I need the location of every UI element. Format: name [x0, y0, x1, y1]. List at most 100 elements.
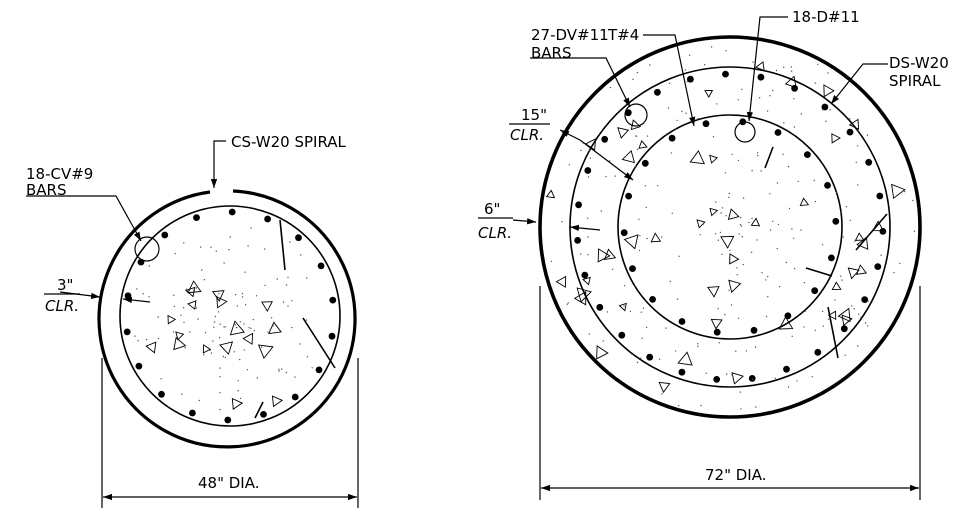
- concrete-speck: [638, 218, 640, 220]
- concrete-speck: [209, 349, 211, 351]
- section-72-spiral-label-line1: DS-W20: [889, 54, 949, 72]
- aggregate-mark: [709, 207, 719, 217]
- section-72-diameter-label: 72" DIA.: [705, 466, 767, 484]
- concrete-speck: [234, 294, 237, 296]
- rebar-bar: [135, 362, 143, 370]
- rebar-bar: [228, 208, 236, 216]
- concrete-speck: [250, 327, 252, 330]
- concrete-speck: [674, 128, 677, 130]
- concrete-speck: [827, 72, 829, 74]
- concrete-speck: [272, 325, 274, 327]
- section-48-diameter-label: 48" DIA.: [198, 474, 260, 492]
- outer-rebar-bar: [713, 376, 721, 383]
- aggregate-mark: [709, 154, 719, 164]
- concrete-speck: [640, 357, 642, 359]
- concrete-speck: [765, 279, 767, 281]
- concrete-speck: [714, 233, 717, 235]
- aggregate-mark: [841, 314, 853, 327]
- concrete-speck: [267, 331, 269, 333]
- aggregate-mark: [720, 235, 735, 249]
- concrete-speck: [269, 328, 271, 331]
- concrete-speck: [825, 120, 827, 123]
- section-72-outer-clear-label-line1: 6": [484, 200, 500, 218]
- concrete-speck: [646, 135, 649, 137]
- concrete-speck: [640, 311, 642, 313]
- outer-rebar-bar: [722, 70, 729, 78]
- aggregate-mark: [847, 267, 860, 280]
- section-72-inner-bars-leader: [746, 16, 788, 122]
- concrete-speck: [148, 296, 150, 298]
- concrete-speck: [218, 337, 221, 339]
- section-48-inch: CS-W20 SPIRAL 18-CV#9 BARS 3" CLR. 48" D…: [26, 133, 359, 508]
- concrete-speck: [742, 197, 745, 199]
- inner-rebar-bar: [824, 182, 831, 189]
- outer-rebar-bar: [575, 201, 582, 209]
- concrete-speck: [180, 314, 182, 316]
- concrete-speck: [213, 326, 215, 328]
- concrete-speck: [634, 165, 637, 167]
- aggregate-mark: [831, 133, 841, 144]
- aggregate-mark: [167, 314, 177, 325]
- concrete-speck: [739, 391, 742, 393]
- concrete-speck: [740, 225, 743, 227]
- concrete-speck: [678, 255, 680, 257]
- concrete-speck: [793, 237, 795, 239]
- section-48-clear-label-line1: 3": [57, 276, 73, 294]
- concrete-speck: [793, 126, 796, 128]
- concrete-speck: [250, 227, 252, 229]
- concrete-speck: [291, 300, 293, 302]
- section-48-spiral-label: CS-W20 SPIRAL: [231, 133, 347, 151]
- concrete-speck: [775, 69, 778, 72]
- concrete-speck: [197, 318, 199, 320]
- aggregate-mark: [582, 276, 591, 286]
- concrete-speck: [639, 235, 641, 237]
- concrete-speck: [137, 339, 139, 342]
- concrete-speck: [203, 279, 206, 281]
- concrete-speck: [790, 66, 792, 68]
- concrete-speck: [800, 229, 802, 231]
- concrete-speck: [760, 170, 762, 172]
- concrete-speck: [724, 172, 727, 174]
- concrete-speck: [278, 368, 280, 370]
- aggregate-mark: [707, 286, 720, 298]
- concrete-speck: [750, 251, 753, 253]
- concrete-speck: [634, 121, 637, 123]
- aggregate-mark: [727, 208, 740, 220]
- aggregate-mark: [848, 118, 860, 130]
- section-48-outer-spiral: [97, 189, 357, 449]
- concrete-speck: [195, 307, 198, 309]
- concrete-speck: [822, 109, 824, 111]
- outer-rebar-bar: [624, 109, 632, 117]
- concrete-speck: [644, 185, 646, 187]
- aggregate-mark: [823, 84, 835, 98]
- concrete-speck: [686, 80, 688, 83]
- concrete-speck: [705, 372, 707, 374]
- concrete-speck: [253, 330, 256, 332]
- aggregate-mark: [827, 310, 837, 321]
- outer-rebar-bar: [840, 325, 848, 333]
- concrete-speck: [276, 278, 278, 280]
- concrete-speck: [204, 332, 207, 334]
- concrete-speck: [719, 231, 722, 234]
- concrete-speck: [243, 323, 245, 325]
- concrete-speck: [580, 149, 582, 152]
- section-72-outer-spiral: [538, 35, 922, 419]
- concrete-speck: [201, 269, 203, 271]
- inner-rebar-bar: [668, 134, 676, 142]
- concrete-speck: [725, 215, 727, 217]
- section-72-concrete-texture: [545, 46, 916, 410]
- concrete-speck: [731, 374, 733, 376]
- outer-rebar-bar: [814, 348, 822, 356]
- inner-rebar-bar: [828, 254, 835, 262]
- concrete-speck: [289, 241, 291, 243]
- outer-rebar-bar: [678, 368, 686, 376]
- aggregate-mark: [778, 316, 794, 330]
- concrete-speck: [787, 165, 790, 168]
- tie-hook: [279, 219, 286, 271]
- concrete-speck: [550, 260, 553, 262]
- outer-rebar-bar: [646, 353, 654, 361]
- aggregate-mark: [710, 318, 723, 330]
- concrete-speck: [192, 289, 195, 291]
- concrete-speck: [728, 289, 730, 291]
- concrete-speck: [300, 254, 302, 256]
